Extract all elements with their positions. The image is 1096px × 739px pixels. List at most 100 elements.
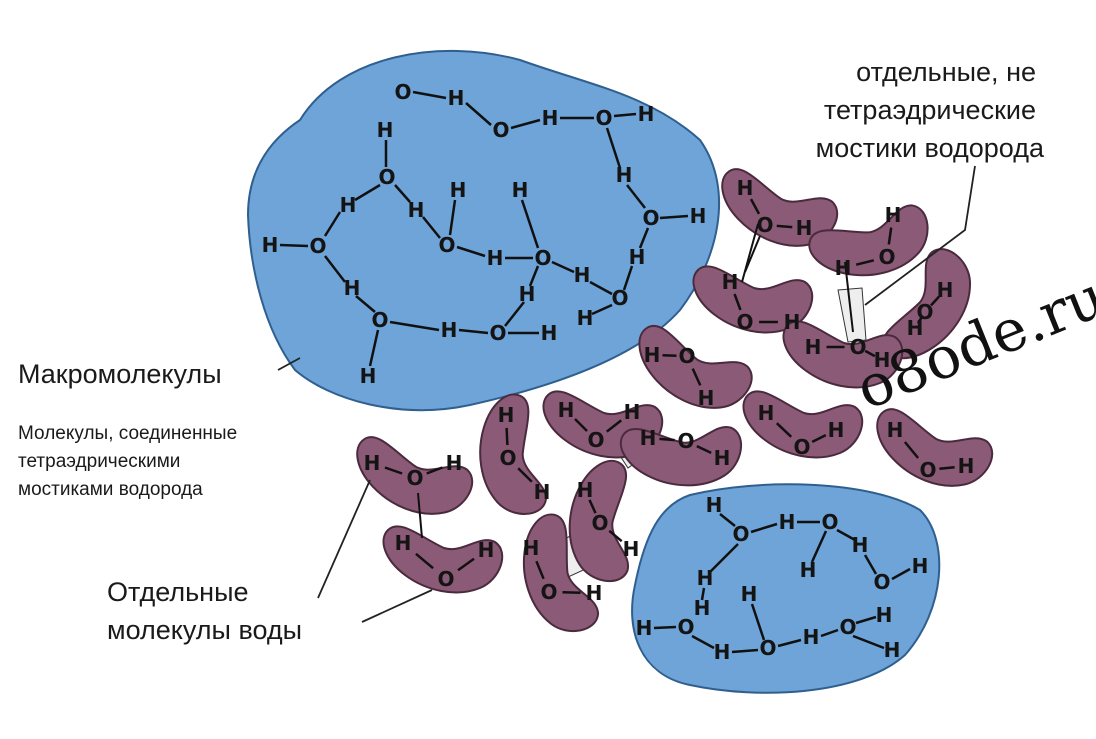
- hydrogen-atom-label: H: [577, 306, 594, 330]
- oxygen-atom-label: O: [534, 246, 551, 270]
- hydrogen-atom-label: H: [638, 102, 655, 126]
- hydrogen-atom-label: H: [364, 451, 381, 475]
- hydrogen-atom-label: H: [706, 493, 723, 517]
- hydrogen-atom-label: H: [450, 178, 467, 202]
- hydrogen-atom-label: H: [852, 533, 869, 557]
- hydrogen-atom-label: H: [884, 638, 901, 662]
- bond-line: [280, 245, 308, 246]
- oxygen-atom-label: O: [394, 80, 411, 104]
- bond-line: [777, 226, 793, 227]
- oxygen-atom-label: O: [732, 522, 749, 546]
- oxygen-atom-label: O: [821, 510, 838, 534]
- hydrogen-atom-label: H: [377, 118, 394, 142]
- non-tetrahedral-bridges-label-line-3: мостики водорода: [816, 130, 1044, 166]
- label-leader-line: [318, 480, 370, 598]
- hydrogen-atom-label: H: [448, 86, 465, 110]
- oxygen-atom-label: O: [678, 344, 695, 368]
- hydrogen-atom-label: H: [523, 536, 540, 560]
- hydrogen-atom-label: H: [779, 510, 796, 534]
- tetrahedral-bridges-label-line-3: мостиками водорода: [18, 476, 203, 503]
- oxygen-atom-label: O: [309, 234, 326, 258]
- hydrogen-atom-label: H: [737, 176, 754, 200]
- oxygen-atom-label: O: [438, 233, 455, 257]
- hydrogen-atom-label: H: [558, 398, 575, 422]
- hydrogen-atom-label: H: [541, 321, 558, 345]
- hydrogen-atom-label: H: [395, 531, 412, 555]
- single-molecules-label-line-1: Отдельные: [107, 574, 249, 610]
- hydrogen-atom-label: H: [714, 446, 731, 470]
- oxygen-atom-label: O: [642, 206, 659, 230]
- hydrogen-atom-label: H: [577, 478, 594, 502]
- oxygen-atom-label: O: [406, 466, 423, 490]
- oxygen-atom-label: O: [371, 308, 388, 332]
- hydrogen-atom-label: H: [408, 198, 425, 222]
- hydrogen-atom-label: H: [694, 596, 711, 620]
- hydrogen-atom-label: H: [623, 537, 640, 561]
- hydrogen-atom-label: H: [360, 364, 377, 388]
- bond-line: [654, 627, 676, 628]
- hydrogen-atom-label: H: [616, 163, 633, 187]
- tetrahedral-bridges-label-line-1: Молекулы, соединенные: [18, 420, 237, 447]
- tetrahedral-bridges-label-line-2: тетраэдрическими: [18, 448, 180, 475]
- hydrogen-atom-label: H: [586, 581, 603, 605]
- hydrogen-atom-label: H: [478, 538, 495, 562]
- oxygen-atom-label: O: [540, 580, 557, 604]
- hydrogen-atom-label: H: [640, 426, 657, 450]
- oxygen-atom-label: O: [378, 165, 395, 189]
- hydrogen-atom-label: H: [636, 616, 653, 640]
- hydrogen-atom-label: H: [800, 558, 817, 582]
- hydrogen-atom-label: H: [446, 451, 463, 475]
- oxygen-atom-label: O: [489, 321, 506, 345]
- non-tetrahedral-bridges-label-line-1: отдельные, не: [856, 54, 1036, 90]
- bond-line: [939, 467, 954, 469]
- hydrogen-atom-label: H: [912, 554, 929, 578]
- bond-line: [659, 439, 674, 440]
- hydrogen-atom-label: H: [805, 335, 822, 359]
- hydrogen-atom-label: H: [698, 386, 715, 410]
- hydrogen-atom-label: H: [534, 480, 551, 504]
- oxygen-atom-label: O: [437, 567, 454, 591]
- label-leader-line: [362, 590, 432, 622]
- oxygen-atom-label: O: [677, 429, 694, 453]
- hydrogen-atom-label: H: [519, 282, 536, 306]
- oxygen-atom-label: O: [873, 570, 890, 594]
- hydrogen-atom-label: H: [876, 603, 893, 627]
- hydrogen-atom-label: H: [512, 178, 529, 202]
- hydrogen-atom-label: H: [796, 216, 813, 240]
- hydrogen-atom-label: H: [498, 403, 515, 427]
- oxygen-atom-label: O: [793, 435, 810, 459]
- bond-line: [507, 428, 508, 445]
- oxygen-atom-label: O: [499, 446, 516, 470]
- hydrogen-atom-label: H: [624, 400, 641, 424]
- single-molecules-label-line-2: молекулы воды: [107, 612, 302, 648]
- hydrogen-atom-label: H: [574, 263, 591, 287]
- oxygen-atom-label: O: [611, 286, 628, 310]
- hydrogen-atom-label: H: [958, 454, 975, 478]
- oxygen-atom-label: O: [587, 428, 604, 452]
- hydrogen-atom-label: H: [784, 310, 801, 334]
- hydrogen-atom-label: H: [690, 204, 707, 228]
- oxygen-atom-label: O: [759, 636, 776, 660]
- non-tetrahedral-bridges-label-line-2: тетраэдрические: [824, 92, 1036, 128]
- hydrogen-atom-label: H: [803, 625, 820, 649]
- hydrogen-atom-label: H: [835, 256, 852, 280]
- hydrogen-atom-label: H: [722, 270, 739, 294]
- hydrogen-atom-label: H: [741, 582, 758, 606]
- hydrogen-atom-label: H: [885, 203, 902, 227]
- oxygen-atom-label: O: [492, 118, 509, 142]
- oxygen-atom-label: O: [839, 615, 856, 639]
- hydrogen-atom-label: H: [758, 401, 775, 425]
- oxygen-atom-label: O: [595, 106, 612, 130]
- oxygen-atom-label: O: [878, 245, 895, 269]
- hydrogen-atom-label: H: [714, 640, 731, 664]
- oxygen-atom-label: O: [756, 213, 773, 237]
- oxygen-atom-label: O: [677, 615, 694, 639]
- hydrogen-atom-label: H: [441, 318, 458, 342]
- oxygen-atom-label: O: [736, 310, 753, 334]
- hydrogen-atom-label: H: [937, 278, 954, 302]
- hydrogen-atom-label: H: [629, 245, 646, 269]
- hydrogen-atom-label: H: [697, 566, 714, 590]
- hydrogen-atom-label: H: [262, 233, 279, 257]
- oxygen-atom-label: O: [919, 458, 936, 482]
- hydrogen-atom-label: H: [340, 193, 357, 217]
